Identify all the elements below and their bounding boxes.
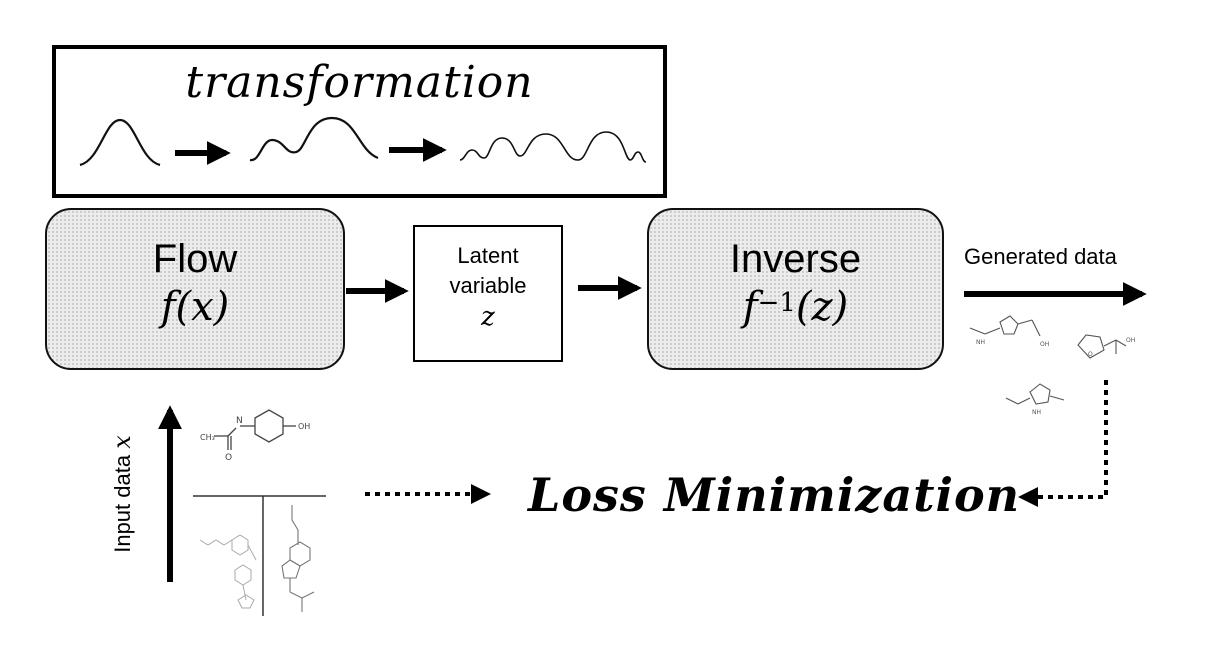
generated-to-loss-dotted-arrow [1018,380,1108,507]
generated-molecule-2: O OH [1077,334,1135,359]
input-data-symbol: x [108,435,136,449]
generated-data-label: Generated data [964,244,1117,269]
molecule-label-ch3: CH₃ [200,433,215,442]
inverse-block: Inverse f−1(z) [647,208,944,370]
inverse-formula: f−1(z) [649,282,942,332]
inverse-formula-exponent: −1 [757,288,796,318]
generated-label-nh-2: NH [1032,409,1041,416]
latent-symbol: z [481,302,495,332]
latent-label-line2: variable [449,273,527,298]
flow-title: Flow [152,237,238,281]
generated-label-oh-1: OH [1040,341,1049,348]
multi-bell-curve [459,131,647,163]
flow-formula: f(x) [160,284,230,330]
inverse-title: Inverse [729,237,862,281]
single-bell-curve [79,118,161,167]
generated-molecule-1: NH OH [969,315,1049,348]
generated-molecule-3: NH [1005,383,1065,416]
transformation-panel: transformation [52,45,667,198]
molecule-label-o: O [225,453,232,463]
transformation-curves [79,116,647,167]
generated-label-oh-2: OH [1126,337,1135,344]
loss-minimization-label: Loss Minimization [528,468,1021,522]
input-molecule-bottom-right [281,505,315,612]
latent-label-line1: Latent [457,243,519,268]
input-molecule-top: N CH₃ O OH [200,409,310,463]
latent-variable-block: Latent variable z [413,225,563,362]
inverse-formula-base: f [742,284,758,330]
input-molecule-bottom-left [199,534,257,609]
double-bell-curve [249,116,379,162]
molecule-label-oh: OH [298,422,310,431]
flow-block: Flow f(x) [45,208,345,370]
input-data-label: Input data x [108,435,136,553]
inverse-formula-arg: (z) [795,284,849,330]
generated-label-nh-1: NH [976,339,985,346]
transformation-title: transformation [185,57,534,108]
molecule-label-n: N [236,416,243,426]
generated-label-o: O [1088,351,1093,358]
input-data-text: Input data [110,454,135,553]
